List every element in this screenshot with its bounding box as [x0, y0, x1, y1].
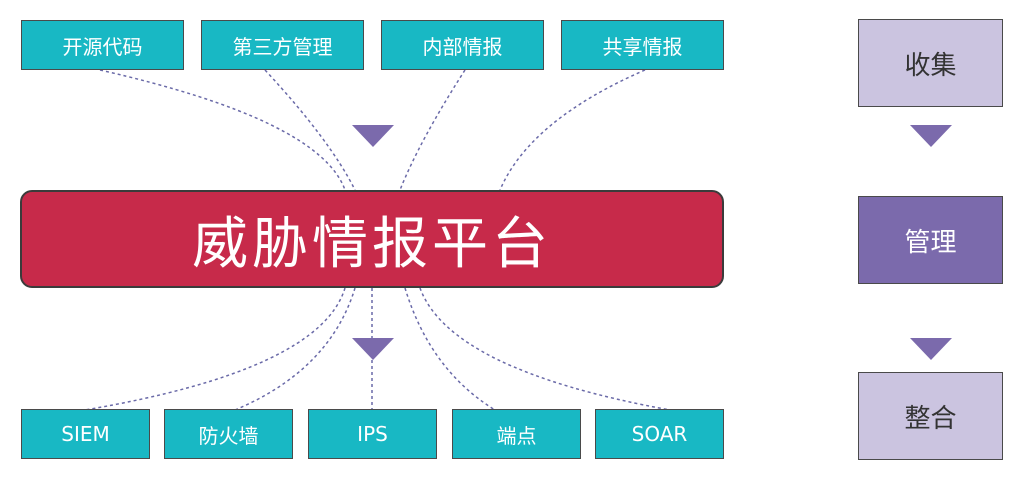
platform-label: 威胁情报平台 — [192, 211, 552, 277]
source-internal-intel: 内部情报 — [381, 20, 544, 70]
step-collect: 收集 — [858, 19, 1003, 107]
source-label: 共享情报 — [602, 34, 683, 59]
step-label: 收集 — [904, 50, 957, 81]
consumer-ips: IPS — [308, 409, 437, 459]
consumer-siem: SIEM — [21, 409, 150, 459]
consumer-label: SOAR — [631, 422, 688, 446]
flow-arrow-icon — [910, 338, 952, 360]
step-integrate: 整合 — [858, 372, 1003, 460]
source-third-party: 第三方管理 — [201, 20, 364, 70]
connector-line — [419, 287, 671, 411]
flow-arrow-icon — [910, 125, 952, 147]
source-open-source: 开源代码 — [21, 20, 184, 70]
connector-line — [399, 69, 466, 191]
step-label: 管理 — [904, 227, 957, 258]
connector-line — [234, 287, 356, 411]
consumer-soar: SOAR — [595, 409, 724, 459]
connector-line — [404, 287, 496, 411]
connector-line — [499, 69, 646, 191]
consumer-label: 防火墙 — [198, 423, 259, 448]
consumer-label: 端点 — [496, 423, 537, 448]
source-shared-intel: 共享情报 — [561, 20, 724, 70]
source-label: 开源代码 — [62, 34, 143, 59]
consumer-label: IPS — [357, 422, 388, 446]
connector-line — [99, 69, 346, 191]
flow-arrow-icon — [352, 338, 394, 360]
source-label: 第三方管理 — [232, 34, 333, 59]
source-label: 内部情报 — [422, 34, 503, 59]
consumer-label: SIEM — [61, 422, 110, 446]
step-label: 整合 — [904, 403, 957, 434]
connector-line — [264, 69, 356, 191]
step-manage: 管理 — [858, 196, 1003, 284]
threat-intel-platform: 威胁情报平台 — [20, 190, 724, 288]
consumer-endpoint: 端点 — [452, 409, 581, 459]
consumer-firewall: 防火墙 — [164, 409, 293, 459]
connector-line — [84, 287, 346, 411]
flow-arrow-icon — [352, 125, 394, 147]
